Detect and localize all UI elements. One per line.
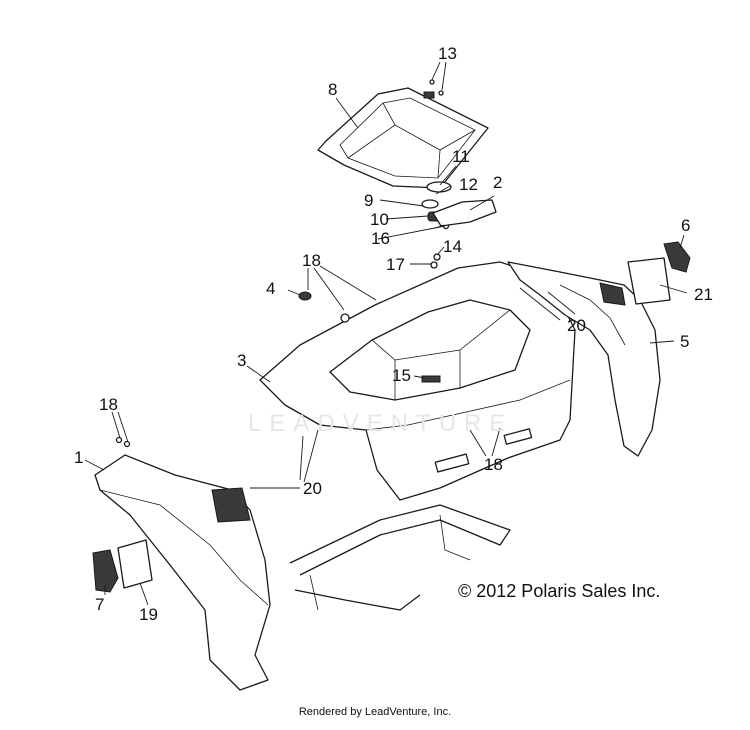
fender-left <box>94 454 271 691</box>
watermark: LEADVENTURE <box>248 410 514 437</box>
callout-16: 16 <box>371 229 390 248</box>
leader-lines <box>84 61 688 606</box>
cover-panel <box>317 87 489 189</box>
callout-7: 7 <box>95 595 104 614</box>
callout-21: 21 <box>694 285 713 304</box>
callout-8: 8 <box>328 80 337 99</box>
callout-11: 11 <box>452 147 470 166</box>
callout-4: 4 <box>266 279 275 298</box>
callout-6: 6 <box>681 216 690 235</box>
reflector-right <box>627 257 671 305</box>
frame <box>289 504 511 611</box>
callout-10: 10 <box>370 210 389 229</box>
copyright-text: © 2012 Polaris Sales Inc. <box>458 581 661 601</box>
callout-18-top: 18 <box>302 251 321 270</box>
callout-1: 1 <box>74 448 83 467</box>
callout-2: 2 <box>493 173 502 192</box>
grille-right <box>663 241 691 273</box>
callout-3: 3 <box>237 351 246 370</box>
callout-20-right: 20 <box>567 316 586 335</box>
callout-5: 5 <box>680 332 689 351</box>
callout-14: 14 <box>443 237 462 256</box>
footer-credit: Rendered by LeadVenture, Inc. <box>298 706 452 718</box>
callout-13: 13 <box>438 44 457 63</box>
callout-18-left: 18 <box>99 395 118 414</box>
callout-15: 15 <box>392 366 411 385</box>
callout-18-bottom: 18 <box>484 455 503 474</box>
latch-cover <box>432 199 497 229</box>
callout-9: 9 <box>364 191 373 210</box>
callout-12: 12 <box>459 175 478 194</box>
callout-17: 17 <box>386 255 405 274</box>
callout-labels: 1 2 3 4 5 6 7 8 9 10 11 12 13 14 15 16 1… <box>74 44 713 624</box>
grille-left <box>92 549 119 593</box>
fender-right <box>507 261 661 457</box>
callout-20-bottom: 20 <box>303 479 322 498</box>
reflector-left <box>117 539 153 589</box>
callout-19: 19 <box>139 605 158 624</box>
